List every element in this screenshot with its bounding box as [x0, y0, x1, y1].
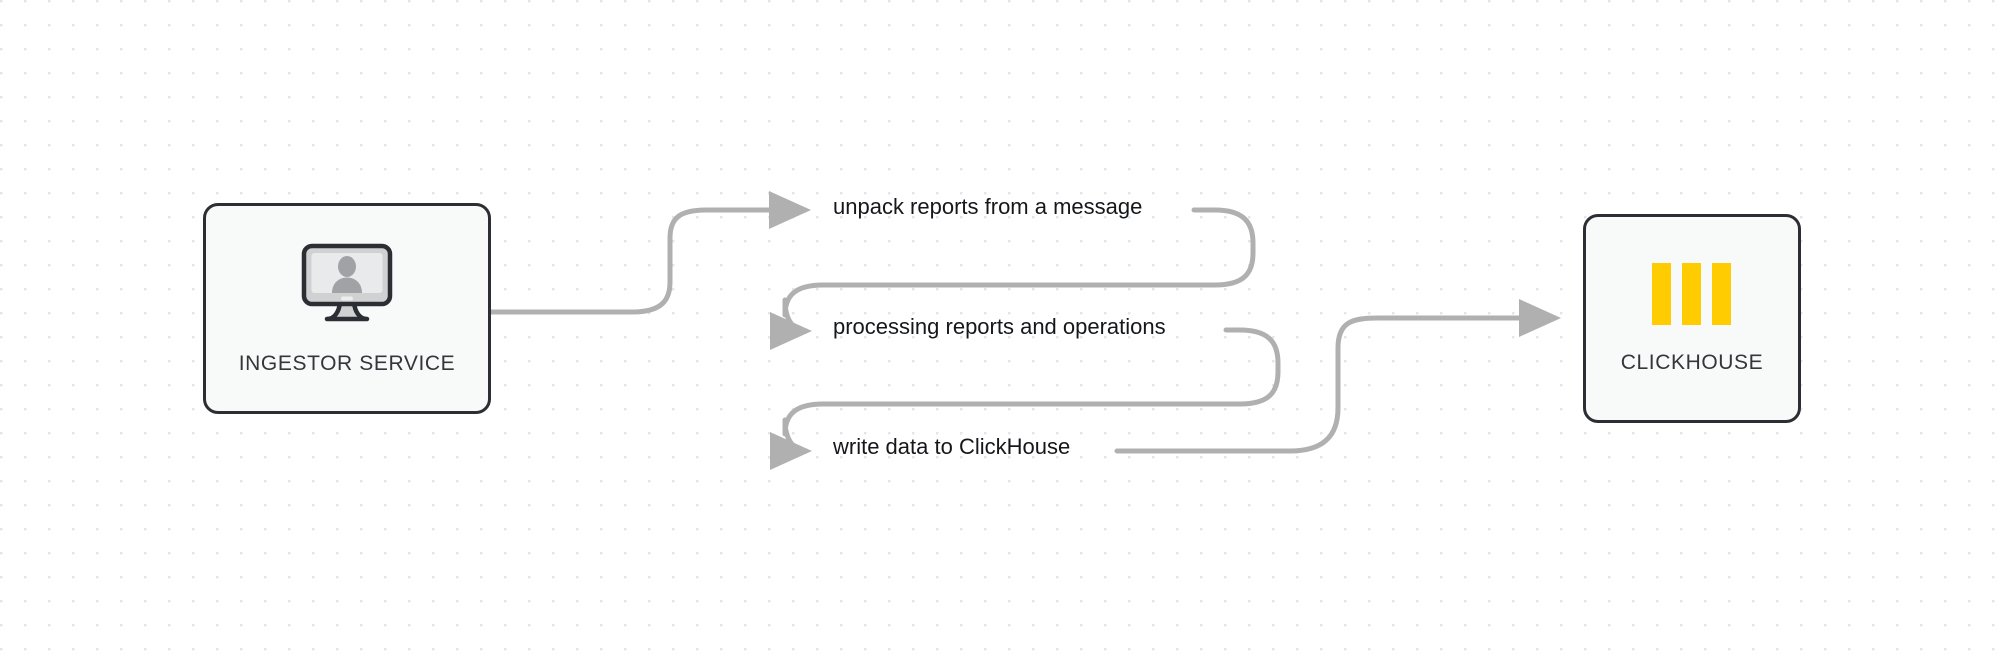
edge-path-2-return: [820, 327, 1281, 407]
node-label-ingestor-service: INGESTOR SERVICE: [238, 352, 456, 375]
clickhouse-logo-icon: [1649, 262, 1735, 330]
node-label-clickhouse: CLICKHOUSE: [1620, 350, 1764, 374]
edge-path-3-to-clickhouse: [1114, 299, 1562, 454]
monitor-user-icon: [299, 241, 395, 334]
edge-path-1: [488, 191, 812, 315]
edge-label-processing-reports: processing reports and operations: [833, 314, 1166, 339]
edge-label-write-data: write data to ClickHouse: [833, 434, 1071, 459]
node-clickhouse[interactable]: CLICKHOUSE: [1583, 214, 1801, 423]
node-ingestor-service[interactable]: INGESTOR SERVICE: [203, 203, 491, 414]
edge-path-3: [769, 401, 826, 470]
edge-path-2: [769, 282, 826, 350]
edge-path-1-return: [820, 207, 1256, 288]
edge-label-unpack-reports: unpack reports from a message: [833, 194, 1143, 219]
